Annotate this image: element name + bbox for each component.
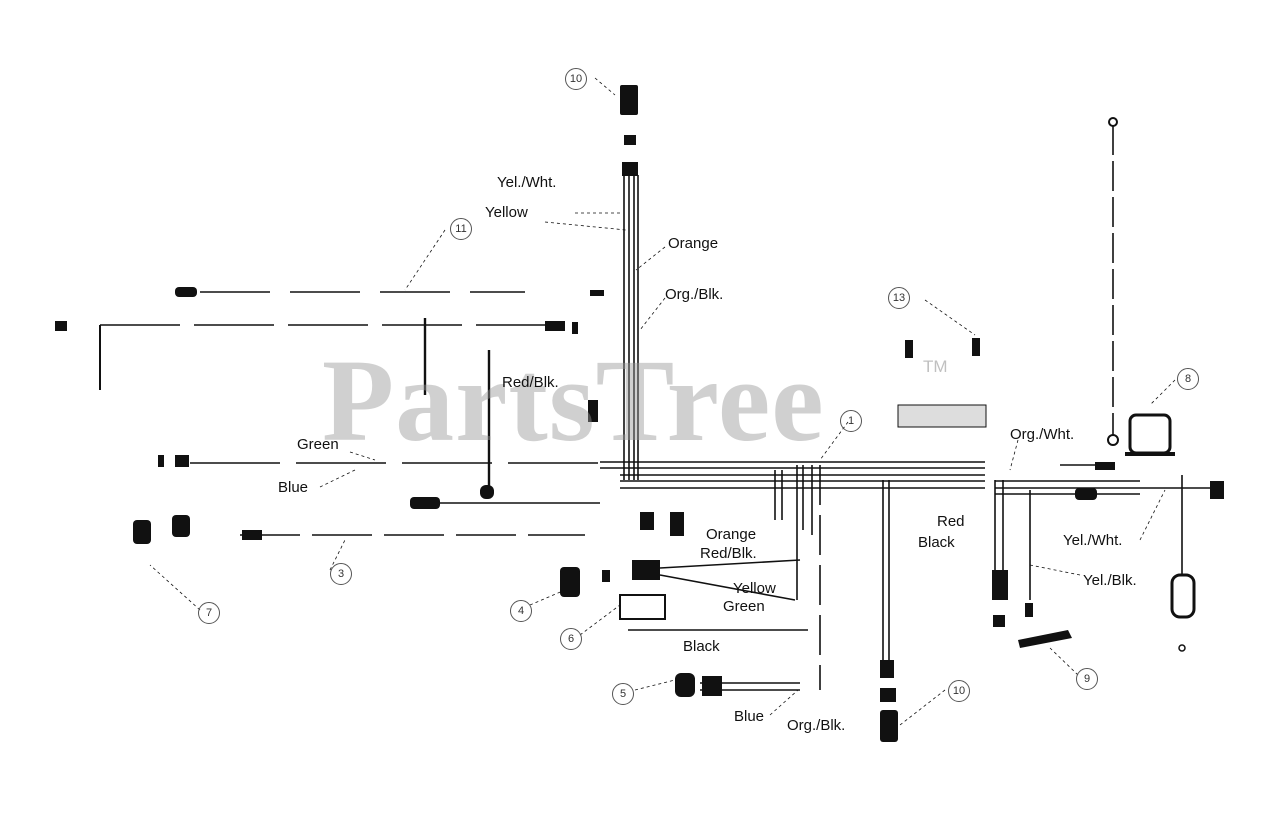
callout-4: 4 [510,600,532,622]
wire-label-blue-bottom: Blue [734,708,765,725]
plate-part [897,404,987,428]
wire-label-yel-wht-right: Yel./Wht. [1063,532,1123,549]
wire-label-orange-top: Orange [668,235,719,252]
bracket-part-6 [619,594,666,620]
callout-13: 13 [888,287,910,309]
watermark: PartsTree [322,335,825,466]
callout-5: 5 [612,683,634,705]
switch-part-4 [560,567,580,597]
callout-6: 6 [560,628,582,650]
wire-label-red-right: Red [937,513,965,530]
callout-9: 9 [1076,668,1098,690]
watermark-trademark: TM [923,357,948,376]
wire-label-org-wht-right: Org./Wht. [1010,426,1075,443]
wire-label-yellow-top: Yellow [485,204,528,221]
wire-label-yellow-mid: Yellow [733,580,776,597]
fuse-holder-part [1170,573,1196,619]
wire-label-yel-blk-right: Yel./Blk. [1083,572,1137,589]
wire-label-red-blk-left: Red/Blk. [502,374,559,391]
wire-label-org-blk-top: Org./Blk. [665,286,724,303]
wire-label-green-mid: Green [723,598,765,615]
callout-10: 10 [565,68,587,90]
callout-1: 1 [840,410,862,432]
wire-label-black-mid: Black [683,638,720,655]
wire-label-black-right: Black [918,534,955,551]
callout-11: 11 [450,218,472,240]
callout-8: 8 [1177,368,1199,390]
wire-label-yel-wht-top: Yel./Wht. [497,174,557,191]
callout-3: 3 [330,563,352,585]
key-switch-part [620,85,638,115]
clip-part-9 [1018,630,1072,648]
plug-part-5 [675,673,695,697]
wire-label-orange-mid: Orange [706,526,757,543]
callout-7: 7 [198,602,220,624]
wire-label-green-left: Green [297,436,339,453]
wire-label-red-blk-mid: Red/Blk. [700,545,757,562]
solenoid-part-8 [1128,413,1172,455]
wire-label-blue-left: Blue [278,479,309,496]
wire-label-org-blk-bottom: Org./Blk. [787,717,846,734]
switch-part-10b [880,710,898,742]
callout-10b: 10 [948,680,970,702]
